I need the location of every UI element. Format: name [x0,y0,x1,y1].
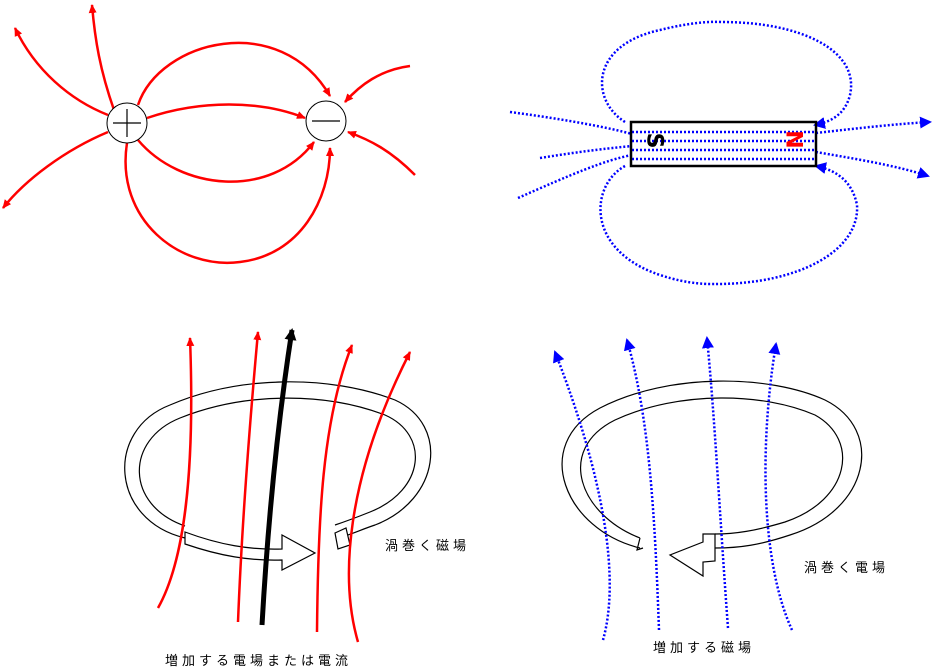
field-line [344,64,411,103]
negative-charge [305,100,347,142]
increasing-magnetic-field-label: 増加する磁場 [653,641,756,656]
faraday-illustration [553,336,863,641]
loop-tail [334,527,351,550]
magnet-south-label: S [641,132,667,149]
loop-inner [138,397,416,527]
field-line [632,130,816,161]
field-line [136,41,332,106]
loop-outer [124,381,432,539]
magnetic-field-line [623,338,661,631]
loop-arrow-head [184,531,317,571]
field-line [599,162,859,286]
swirling-electric-field-label: 渦巻く電場 [804,561,890,576]
field-line [347,130,416,176]
ampere-maxwell-illustration [124,328,432,643]
field-line [124,142,334,265]
magnet-body [629,120,818,168]
magnetic-field-line [764,342,794,631]
bar-magnet-field [509,20,932,286]
magnetic-field-line [701,336,730,629]
magnet-north-label: N [780,130,806,149]
field-line [88,4,116,111]
electric-field-line [236,331,262,623]
loop-outer [561,380,863,549]
loop-inner [580,397,844,539]
loop-arrow-head [668,533,716,578]
increasing-electric-field-label: 増加する電場または電流 [165,654,353,669]
field-line [517,153,633,200]
electric-dipole-field [2,4,416,265]
electric-field-line [315,344,354,633]
electric-field-line [347,351,412,643]
current-arrow [259,328,297,626]
magnetic-field-line [553,350,611,641]
field-line [146,103,306,120]
electric-field-line [156,337,195,609]
swirling-magnetic-field-label: 渦巻く磁場 [385,539,471,554]
field-line [539,144,633,160]
field-line [509,110,633,136]
field-line [815,150,930,179]
field-line [13,27,109,117]
field-line [815,116,932,135]
field-line [137,139,315,183]
loop-tail [636,537,644,551]
field-line [2,130,109,209]
positive-charge [106,102,148,144]
field-line [600,20,853,129]
